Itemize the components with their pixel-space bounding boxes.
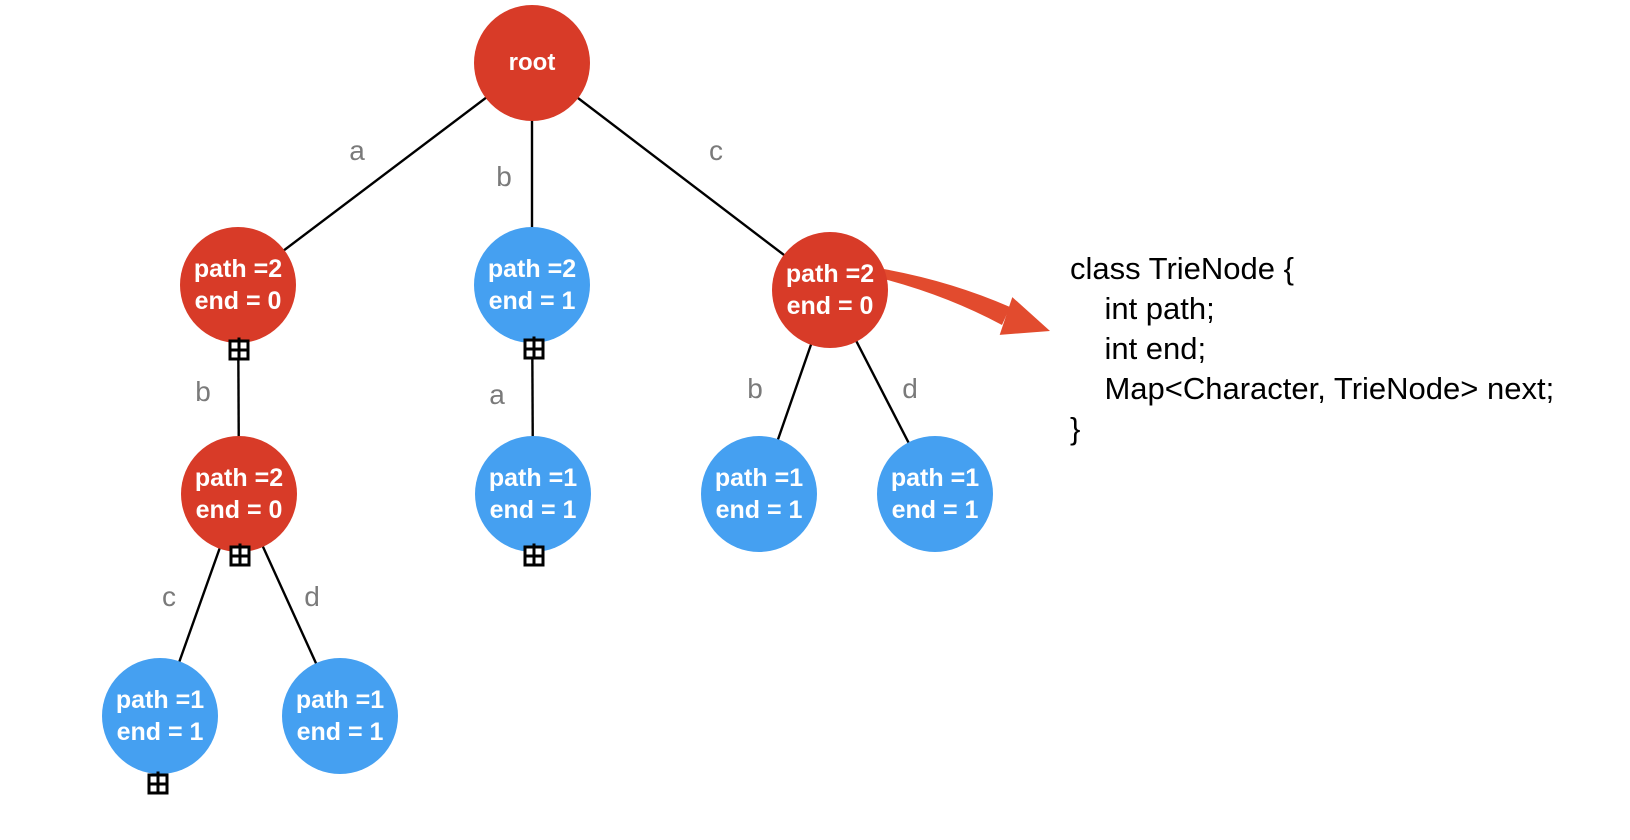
trie-node-cd: path =1 end = 1 xyxy=(877,436,993,552)
code-line: int end; xyxy=(1070,331,1207,366)
trienode-class-code: class TrieNode { int path; int end; Map<… xyxy=(1070,249,1554,449)
trie-node-ba: path =1 end = 1 xyxy=(475,436,591,552)
trie-node-c: path =2 end = 0 xyxy=(772,232,888,348)
edge-char-label: c xyxy=(709,135,723,166)
trie-node-b: path =2 end = 1 xyxy=(474,227,590,343)
node-text-line: end = 0 xyxy=(786,292,874,320)
node-text-line: path =1 xyxy=(295,686,385,714)
edge-char-label: d xyxy=(902,373,918,404)
edge-char-label: c xyxy=(162,581,176,612)
node-text-line: path =1 xyxy=(115,686,205,714)
trie-node-abd: path =1 end = 1 xyxy=(282,658,398,774)
code-line: } xyxy=(1070,411,1081,446)
expand-plus-toggle-ab[interactable] xyxy=(229,543,251,567)
edge-char-label: b xyxy=(496,161,512,192)
code-line: int path; xyxy=(1070,291,1215,326)
node-text-line: root xyxy=(508,49,556,76)
trie-node-cb: path =1 end = 1 xyxy=(701,436,817,552)
hand-drawn-arrow-shaft xyxy=(876,268,1010,325)
expand-plus-toggle-abc[interactable] xyxy=(147,771,169,795)
node-text-line: path =2 xyxy=(193,255,283,283)
edge-char-label: d xyxy=(304,581,320,612)
expand-plus-toggle-ba[interactable] xyxy=(523,543,545,567)
node-text-line: end = 1 xyxy=(489,496,577,524)
node-text-line: path =1 xyxy=(890,464,980,492)
trie-node-a: path =2 end = 0 xyxy=(180,227,296,343)
hand-drawn-arrow-head xyxy=(999,297,1050,335)
code-line: class TrieNode { xyxy=(1070,251,1294,286)
node-text-line: end = 1 xyxy=(891,496,979,524)
expand-plus-toggle-a[interactable] xyxy=(228,337,250,361)
node-text-line: end = 1 xyxy=(296,718,384,746)
edge-char-label: a xyxy=(489,379,505,410)
trie-node-root: root xyxy=(474,5,590,121)
tree-edge-root-c xyxy=(531,62,831,291)
node-text-line: end = 0 xyxy=(194,287,282,315)
node-text-line: path =1 xyxy=(714,464,804,492)
node-text-line: path =2 xyxy=(194,464,284,492)
trie-node-abc: path =1 end = 1 xyxy=(102,658,218,774)
edge-char-label: b xyxy=(747,373,763,404)
node-text-line: end = 1 xyxy=(715,496,803,524)
tree-edge-root-a xyxy=(237,62,533,286)
node-text-line: path =2 xyxy=(785,260,875,288)
node-text-line: end = 0 xyxy=(195,496,283,524)
trie-node-ab: path =2 end = 0 xyxy=(181,436,297,552)
node-text-line: path =1 xyxy=(488,464,578,492)
node-text-line: end = 1 xyxy=(116,718,204,746)
edge-char-label: a xyxy=(349,135,365,166)
node-text-line: path =2 xyxy=(487,255,577,283)
expand-plus-toggle-b[interactable] xyxy=(523,336,545,360)
code-line: Map<Character, TrieNode> next; xyxy=(1070,371,1555,406)
node-text-line: end = 1 xyxy=(488,287,576,315)
edge-char-label: b xyxy=(195,376,211,407)
